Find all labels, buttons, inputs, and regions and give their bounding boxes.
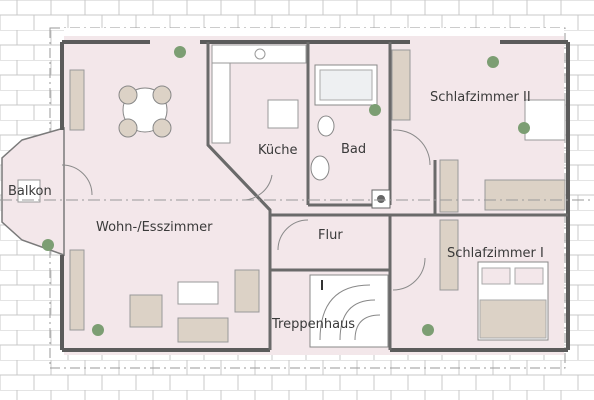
living-shelf [69,69,85,131]
double-bed [477,261,549,341]
wardrobe [391,49,411,121]
floor-area-white-top [64,28,564,36]
room-label-treppenhaus: Treppenhaus [272,317,356,332]
kitchen-counter [211,44,307,144]
interior-walls [206,42,568,350]
room-label-wohn-esszimmer: Wohn-/Esszimmer [96,220,213,235]
staircase [309,274,389,348]
dining-table [118,85,172,138]
sofa [177,317,229,343]
room-label-flur: Flur [318,228,343,243]
tv-sideboard [69,249,85,331]
exterior-walls [60,40,570,352]
room-label-schlafzimmer-i: Schlafzimmer I [447,246,544,261]
sofa-bed [484,179,566,211]
room-label-kueche: Küche [258,143,298,158]
bathtub [314,64,378,106]
coffee-table [177,281,219,305]
room-label-bad: Bad [341,142,367,157]
desk [524,99,566,141]
plant-icons [42,46,530,336]
chimney-flue [377,195,385,203]
room-label-schlafzimmer-ii: Schlafzimmer II [430,90,531,105]
room-label-balkon: Balkon [8,184,52,199]
sink [310,155,330,181]
balcony-table [17,179,41,203]
toilet [317,115,335,137]
wardrobe-bedroom-one [439,219,459,291]
side-chair [234,269,260,313]
armchair [129,294,163,328]
shelf [439,159,459,213]
